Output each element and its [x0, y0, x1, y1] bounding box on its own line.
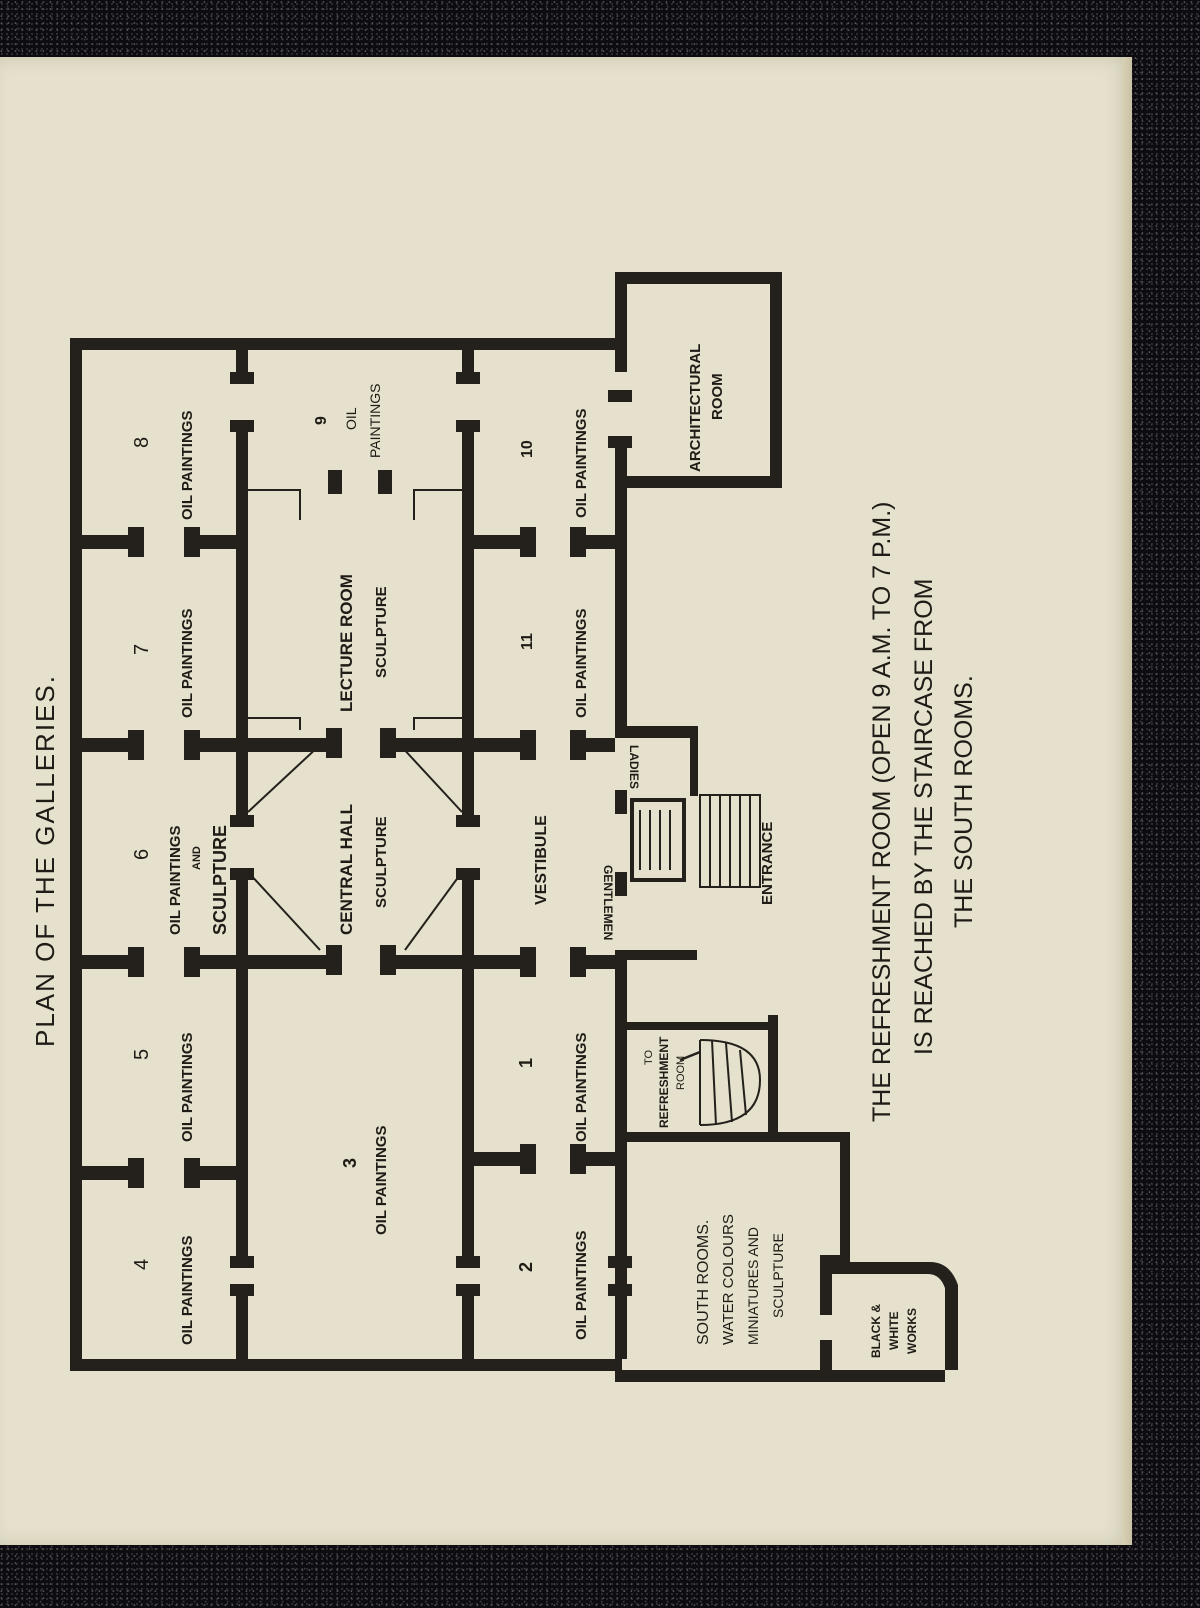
room-5-label: OIL PAINTINGS — [179, 1033, 196, 1142]
outer-wall-left — [70, 338, 82, 1371]
room-9: 9 OIL PAINTINGS — [313, 384, 383, 458]
black-white-label-1: BLACK & — [869, 1304, 883, 1358]
room-6: 6 OIL PAINTINGS AND SCULPTURE — [131, 825, 230, 935]
lecture-room-label-1: LECTURE ROOM — [337, 574, 356, 712]
room-4-label: OIL PAINTINGS — [179, 1236, 196, 1345]
room-10-label: OIL PAINTINGS — [573, 409, 590, 518]
room-9-label-2: PAINTINGS — [367, 384, 383, 458]
gentlemen-label: GENTLEMEN — [601, 865, 615, 940]
vestibule: VESTIBULE — [533, 815, 550, 905]
lecture-room: LECTURE ROOM SCULPTURE — [337, 574, 390, 712]
arch-wall-top — [615, 272, 782, 284]
room-6-label-2: AND — [191, 846, 203, 870]
outer-wall-bottom — [70, 1359, 622, 1371]
room-6-number: 6 — [131, 849, 153, 860]
south-rooms-label-2: WATER COLOURS — [720, 1214, 737, 1345]
architectural-room-label-1: ARCHITECTURAL — [687, 344, 704, 472]
room-3: 3 OIL PAINTINGS — [340, 1126, 390, 1235]
central-hall-label-2: SCULPTURE — [373, 816, 390, 908]
south-rooms-label-1: SOUTH ROOMS. — [695, 1220, 712, 1345]
room-3-number: 3 — [340, 1158, 360, 1168]
room-4: 4 OIL PAINTINGS — [131, 1236, 196, 1345]
arch-wall-bottom — [615, 476, 782, 488]
arch-wall-right — [770, 272, 782, 488]
architectural-room: ARCHITECTURAL ROOM — [687, 344, 726, 472]
room-10-number: 10 — [519, 440, 536, 458]
south-rooms-label-4: SCULPTURE — [770, 1233, 786, 1318]
refreshment-stair-label-3: ROOM — [675, 1056, 687, 1090]
room-2: 2 OIL PAINTINGS — [516, 1231, 590, 1340]
room-10: 10 OIL PAINTINGS — [519, 409, 590, 518]
arch-wall-left-lower — [615, 440, 627, 488]
room-1: 1 OIL PAINTINGS — [516, 1033, 590, 1142]
lecture-room-label-2: SCULPTURE — [373, 586, 390, 678]
architectural-room-label-2: ROOM — [709, 373, 726, 420]
room-9-label-1: OIL — [343, 407, 359, 430]
caption: THE REFRESHMENT ROOM (OPEN 9 A.M. TO 7 P… — [868, 502, 978, 1122]
room-8: 8 OIL PAINTINGS — [131, 411, 196, 520]
room-7: 7 OIL PAINTINGS — [131, 609, 196, 718]
room-11-number: 11 — [519, 633, 536, 650]
entrance: ENTRANCE — [759, 822, 776, 905]
refreshment-stair-label-1: TO — [643, 1049, 655, 1065]
vestibule-label: VESTIBULE — [533, 815, 550, 905]
walls — [70, 272, 958, 1382]
room-1-label: OIL PAINTINGS — [573, 1033, 590, 1142]
room-4-number: 4 — [131, 1259, 153, 1270]
caption-line-3: THE SOUTH ROOMS. — [950, 675, 978, 928]
room-3-label: OIL PAINTINGS — [373, 1126, 390, 1235]
central-hall-label-1: CENTRAL HALL — [337, 804, 356, 935]
outer-wall-top — [70, 338, 622, 350]
arch-wall-left-upper — [615, 272, 627, 372]
room-5-number: 5 — [131, 1049, 153, 1060]
room-7-number: 7 — [131, 644, 153, 655]
room-11: 11 OIL PAINTINGS — [519, 609, 590, 718]
south-rooms: SOUTH ROOMS. WATER COLOURS MINIATURES AN… — [695, 1214, 786, 1345]
black-white-works: BLACK & WHITE WORKS — [869, 1304, 919, 1358]
room-1-number: 1 — [516, 1058, 536, 1068]
black-white-label-2: WHITE — [887, 1311, 901, 1350]
ladies-room: LADIES — [627, 745, 641, 789]
south-rooms-label-3: MINIATURES AND — [745, 1227, 761, 1345]
room-2-number: 2 — [516, 1262, 536, 1272]
room-6-label-3: SCULPTURE — [210, 825, 230, 935]
caption-line-2: IS REACHED BY THE STAIRCASE FROM — [910, 579, 938, 1055]
caption-line-1: THE REFRESHMENT ROOM (OPEN 9 A.M. TO 7 P… — [868, 502, 896, 1122]
entrance-label: ENTRANCE — [759, 822, 776, 905]
room-8-label: OIL PAINTINGS — [179, 411, 196, 520]
refreshment-stair-label-2: REFRESHMENT — [657, 1036, 671, 1128]
room-8-number: 8 — [131, 437, 153, 448]
room-11-label: OIL PAINTINGS — [573, 609, 590, 718]
room-6-label-1: OIL PAINTINGS — [167, 826, 184, 935]
refreshment-stair: TO REFRESHMENT ROOM — [643, 1036, 687, 1128]
black-white-label-3: WORKS — [905, 1308, 919, 1354]
book-page — [0, 57, 1132, 1545]
room-9-number: 9 — [313, 416, 330, 425]
stair-details — [247, 489, 762, 1126]
ladies-label: LADIES — [627, 745, 641, 789]
gentlemen-room: GENTLEMEN — [601, 865, 615, 940]
room-2-label: OIL PAINTINGS — [573, 1231, 590, 1340]
central-hall: CENTRAL HALL SCULPTURE — [337, 804, 390, 935]
room-7-label: OIL PAINTINGS — [179, 609, 196, 718]
room-5: 5 OIL PAINTINGS — [131, 1033, 196, 1142]
page-title: PLAN OF THE GALLERIES. — [30, 674, 60, 1047]
